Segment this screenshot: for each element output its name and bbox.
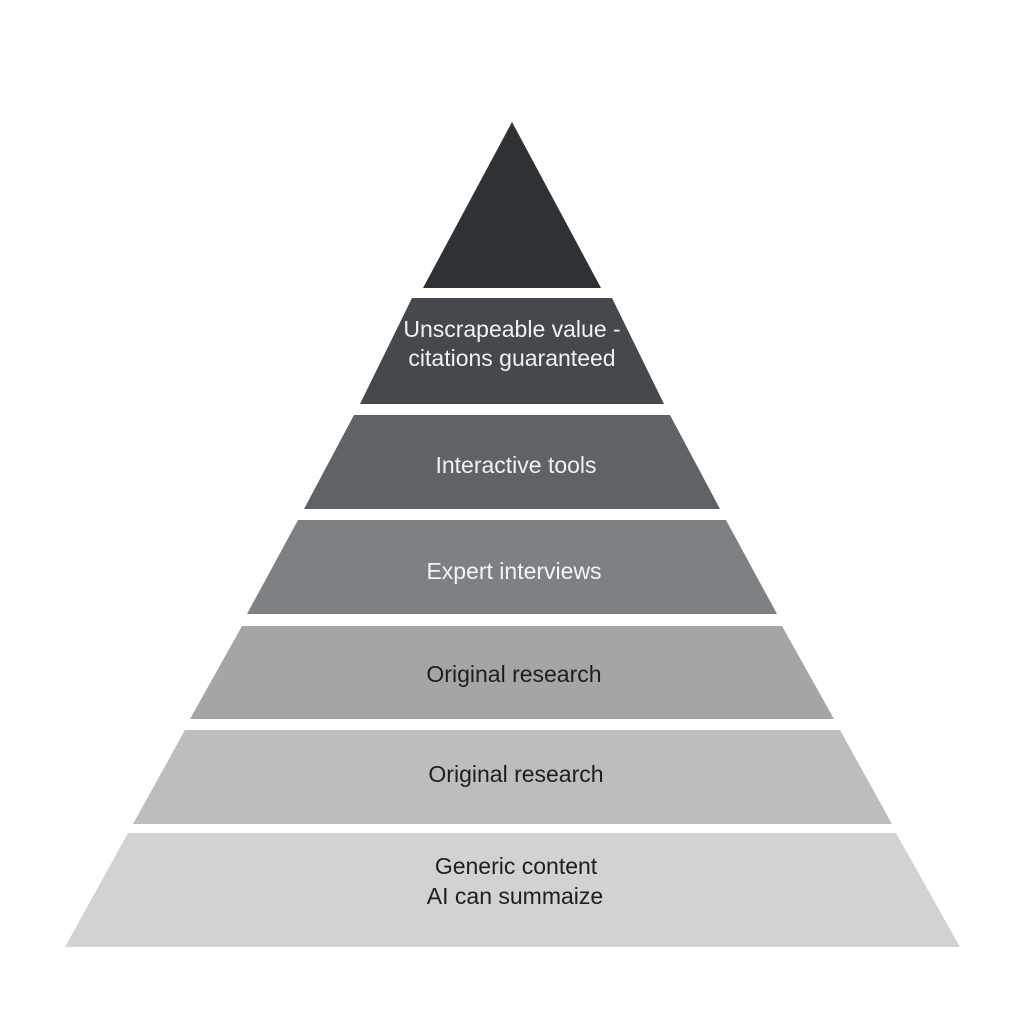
tier-original-research-upper-label: Original research bbox=[426, 661, 601, 687]
pyramid-tier-interactive-tools: Interactive tools bbox=[304, 415, 720, 509]
tier-interactive-tools-label: Interactive tools bbox=[435, 452, 596, 478]
pyramid-tier-generic-content: Generic content AI can summaize bbox=[65, 833, 960, 947]
tier-original-research-upper-shape bbox=[190, 626, 834, 719]
tier-unscrapeable-value-shape bbox=[360, 298, 664, 404]
tier-expert-interviews-shape bbox=[247, 520, 777, 614]
pyramid-tier-apex bbox=[423, 122, 601, 288]
pyramid-tier-unscrapeable-value: Unscrapeable value - citations guarantee… bbox=[360, 298, 664, 404]
tier-generic-content-label-line2: AI can summaize bbox=[427, 883, 603, 909]
tier-interactive-tools-shape bbox=[304, 415, 720, 509]
tier-generic-content-label: Generic content bbox=[435, 853, 598, 879]
pyramid-tier-original-research-upper: Original research bbox=[190, 626, 834, 719]
pyramid-tier-expert-interviews: Expert interviews bbox=[247, 520, 777, 614]
tier-apex-shape bbox=[423, 122, 601, 288]
pyramid-tier-original-research-lower: Original research bbox=[133, 730, 892, 824]
tier-original-research-lower-shape bbox=[133, 730, 892, 824]
tier-unscrapeable-value-label-line2: citations guaranteed bbox=[408, 345, 615, 371]
tier-expert-interviews-label: Expert interviews bbox=[426, 558, 601, 584]
tier-original-research-lower-label: Original research bbox=[428, 761, 603, 787]
tier-unscrapeable-value-label: Unscrapeable value - bbox=[403, 316, 620, 342]
tier-generic-content-shape bbox=[65, 833, 960, 947]
